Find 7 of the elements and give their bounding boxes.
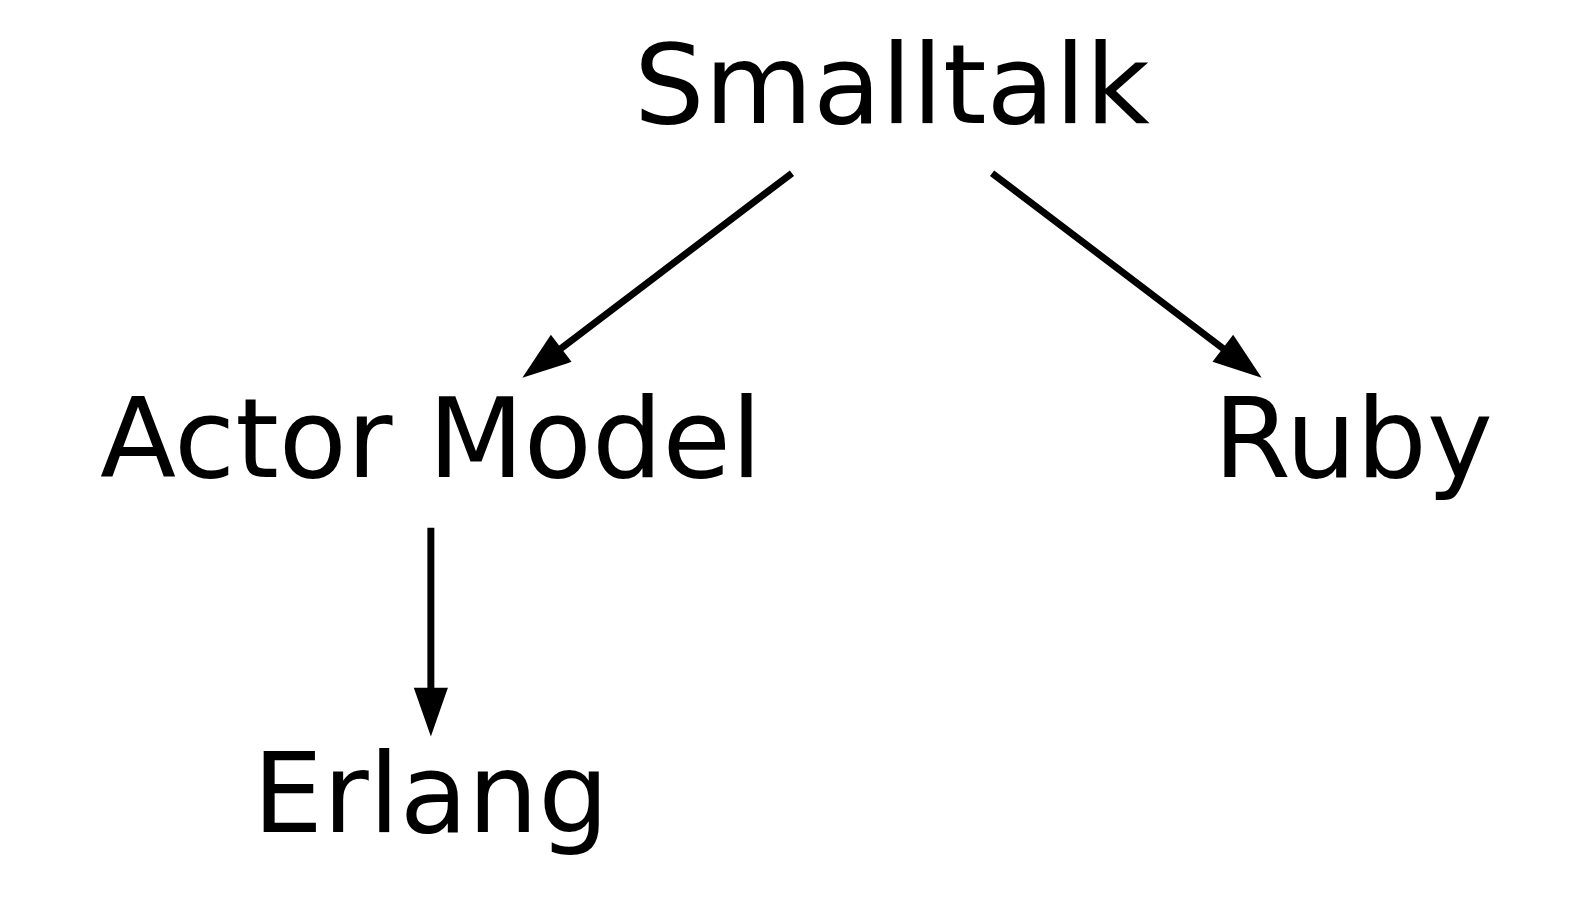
arrow xyxy=(413,527,448,737)
node-text: Erlang xyxy=(252,728,609,858)
arrow xyxy=(521,170,794,378)
node-text: Actor Model xyxy=(99,374,762,504)
arrow xyxy=(989,170,1262,378)
node-text: Smalltalk xyxy=(633,19,1150,149)
node-text: Ruby xyxy=(1213,374,1493,504)
